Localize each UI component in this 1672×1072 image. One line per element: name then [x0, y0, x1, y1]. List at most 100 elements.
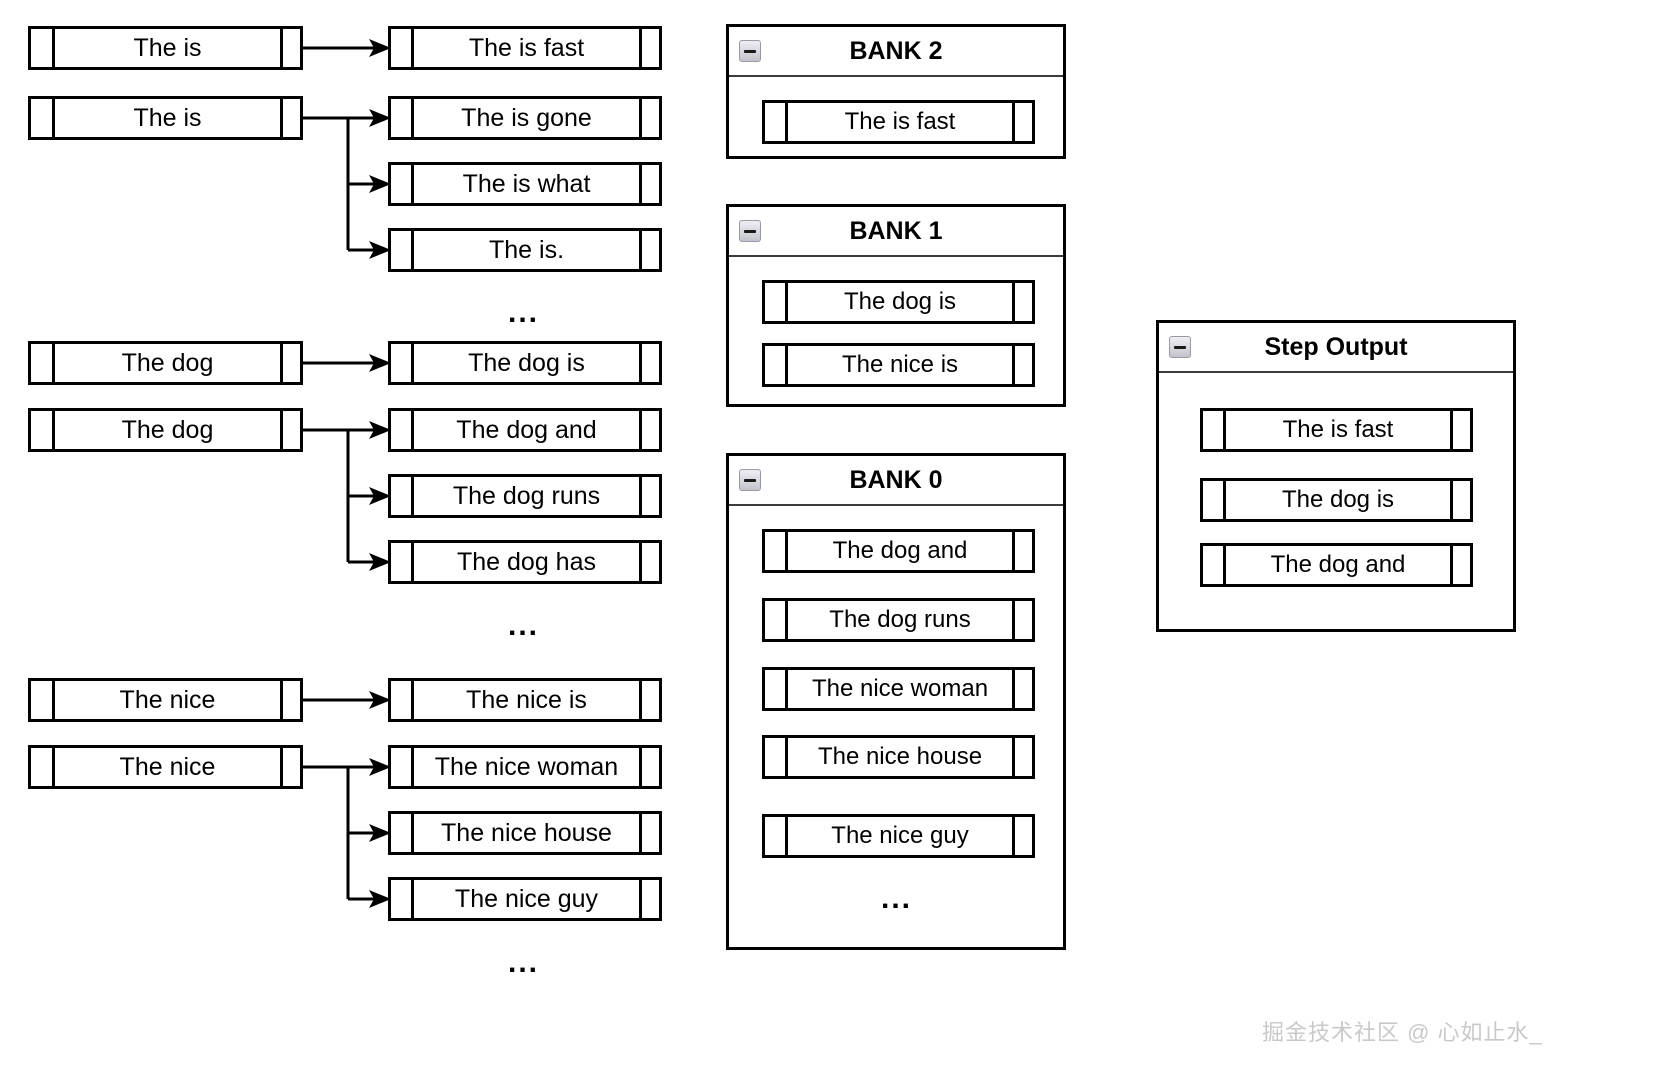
expanded-hypothesis-box[interactable]: The is fast — [388, 26, 662, 70]
box-left-compartment — [1203, 411, 1226, 449]
box-text: The nice woman — [811, 675, 989, 702]
box-left-compartment — [1203, 546, 1226, 584]
box-right-compartment — [1012, 601, 1032, 639]
box-text: The nice — [119, 752, 216, 781]
source-hypothesis-box[interactable]: The nice — [28, 678, 303, 722]
panel-title: BANK 1 — [849, 216, 943, 245]
box-text: The dog runs — [829, 606, 971, 633]
box-text: The is — [133, 33, 202, 62]
collapse-minus-icon[interactable] — [739, 220, 761, 242]
bank-item-box[interactable]: The dog is — [762, 280, 1035, 324]
box-left-compartment — [31, 411, 55, 449]
box-text: The is fast — [844, 108, 956, 135]
box-right-compartment — [280, 411, 300, 449]
box-left-compartment — [391, 880, 414, 918]
step-output-panel[interactable]: Step Output The is fast The dog is The d… — [1156, 320, 1516, 632]
collapse-minus-icon[interactable] — [739, 40, 761, 62]
bank-item-box[interactable]: The nice guy — [762, 814, 1035, 858]
minus-bar — [744, 229, 756, 233]
box-text: The dog is — [1281, 486, 1395, 513]
box-text: The dog and — [832, 537, 968, 564]
box-text: The dog has — [457, 547, 596, 576]
bank-item-box[interactable]: The nice woman — [762, 667, 1035, 711]
expanded-hypothesis-box[interactable]: The nice guy — [388, 877, 662, 921]
box-text: The nice woman — [434, 752, 619, 781]
expansion-arrow — [303, 691, 391, 709]
box-text: The is what — [462, 169, 591, 198]
expanded-hypothesis-box[interactable]: The dog has — [388, 540, 662, 584]
box-right-compartment — [639, 29, 659, 67]
bank-item-box[interactable]: The nice is — [762, 343, 1035, 387]
expanded-hypothesis-box[interactable]: The nice woman — [388, 745, 662, 789]
box-right-compartment — [639, 543, 659, 581]
expanded-hypothesis-box[interactable]: The dog and — [388, 408, 662, 452]
bank-item-box[interactable]: The nice house — [762, 735, 1035, 779]
expanded-hypothesis-box[interactable]: The dog runs — [388, 474, 662, 518]
collapse-minus-icon[interactable] — [739, 469, 761, 491]
box-text: The nice is — [466, 685, 587, 714]
bank-panel-bank-2[interactable]: BANK 2 The is fast — [726, 24, 1066, 159]
box-right-compartment — [639, 344, 659, 382]
box-right-compartment — [1450, 411, 1470, 449]
panel-header: BANK 0 — [729, 456, 1063, 506]
source-hypothesis-box[interactable]: The is — [28, 96, 303, 140]
box-right-compartment — [639, 880, 659, 918]
box-left-compartment — [391, 477, 414, 515]
panel-title: Step Output — [1264, 332, 1408, 361]
bank-panel-bank-1[interactable]: BANK 1 The dog is The nice is — [726, 204, 1066, 407]
step-output-item-box[interactable]: The is fast — [1200, 408, 1473, 452]
box-right-compartment — [639, 99, 659, 137]
box-text: The dog and — [1270, 551, 1406, 578]
box-text: The is gone — [461, 103, 592, 132]
collapse-minus-icon[interactable] — [1169, 336, 1191, 358]
box-left-compartment — [391, 748, 414, 786]
box-text: The is — [133, 103, 202, 132]
expanded-hypothesis-box[interactable]: The is gone — [388, 96, 662, 140]
box-right-compartment — [1012, 103, 1032, 141]
step-output-item-box[interactable]: The dog and — [1200, 543, 1473, 587]
box-text: The is fast — [468, 33, 585, 62]
bank-panel-bank-0[interactable]: BANK 0 The dog and The dog runs The nice… — [726, 453, 1066, 950]
box-left-compartment — [391, 344, 414, 382]
box-left-compartment — [765, 670, 788, 708]
expanded-hypothesis-box[interactable]: The is what — [388, 162, 662, 206]
box-text: The dog — [121, 348, 214, 377]
box-left-compartment — [765, 283, 788, 321]
box-text: The nice — [119, 685, 216, 714]
box-text: The nice house — [441, 818, 612, 847]
box-text: The dog is — [468, 348, 585, 377]
box-left-compartment — [31, 99, 55, 137]
box-left-compartment — [31, 344, 55, 382]
box-right-compartment — [280, 748, 300, 786]
box-text: The dog runs — [452, 481, 601, 510]
expanded-hypothesis-box[interactable]: The dog is — [388, 341, 662, 385]
panel-header: BANK 1 — [729, 207, 1063, 257]
expansion-branch-arrows — [303, 758, 391, 908]
box-right-compartment — [280, 344, 300, 382]
source-hypothesis-box[interactable]: The is — [28, 26, 303, 70]
box-text: The dog — [121, 415, 214, 444]
expanded-hypothesis-box[interactable]: The nice is — [388, 678, 662, 722]
box-right-compartment — [639, 814, 659, 852]
bank-item-box[interactable]: The is fast — [762, 100, 1035, 144]
box-right-compartment — [639, 165, 659, 203]
box-right-compartment — [1012, 738, 1032, 776]
box-left-compartment — [765, 817, 788, 855]
panel-title: BANK 0 — [849, 465, 943, 494]
expansion-arrow — [303, 354, 391, 372]
step-output-item-box[interactable]: The dog is — [1200, 478, 1473, 522]
minus-bar — [744, 478, 756, 482]
box-right-compartment — [639, 681, 659, 719]
box-left-compartment — [765, 103, 788, 141]
bank-item-box[interactable]: The dog and — [762, 529, 1035, 573]
expanded-hypothesis-box[interactable]: The is. — [388, 228, 662, 272]
box-right-compartment — [1450, 481, 1470, 519]
source-hypothesis-box[interactable]: The nice — [28, 745, 303, 789]
expanded-hypothesis-box[interactable]: The nice house — [388, 811, 662, 855]
source-hypothesis-box[interactable]: The dog — [28, 341, 303, 385]
source-hypothesis-box[interactable]: The dog — [28, 408, 303, 452]
box-left-compartment — [391, 165, 414, 203]
bank-item-box[interactable]: The dog runs — [762, 598, 1035, 642]
panel-title: BANK 2 — [849, 36, 943, 65]
